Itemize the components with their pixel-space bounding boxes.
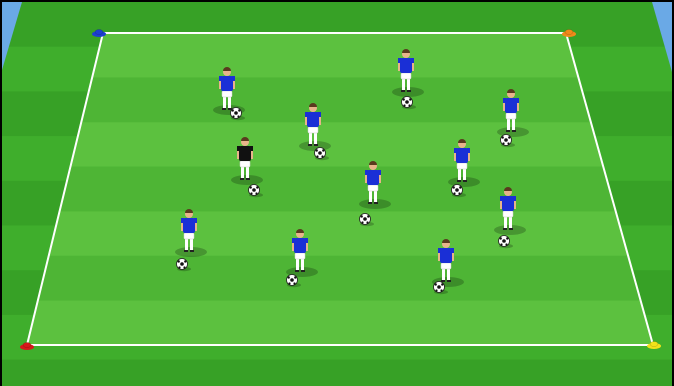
pitch-drawing bbox=[0, 0, 674, 386]
training-pitch-scene bbox=[0, 0, 674, 386]
